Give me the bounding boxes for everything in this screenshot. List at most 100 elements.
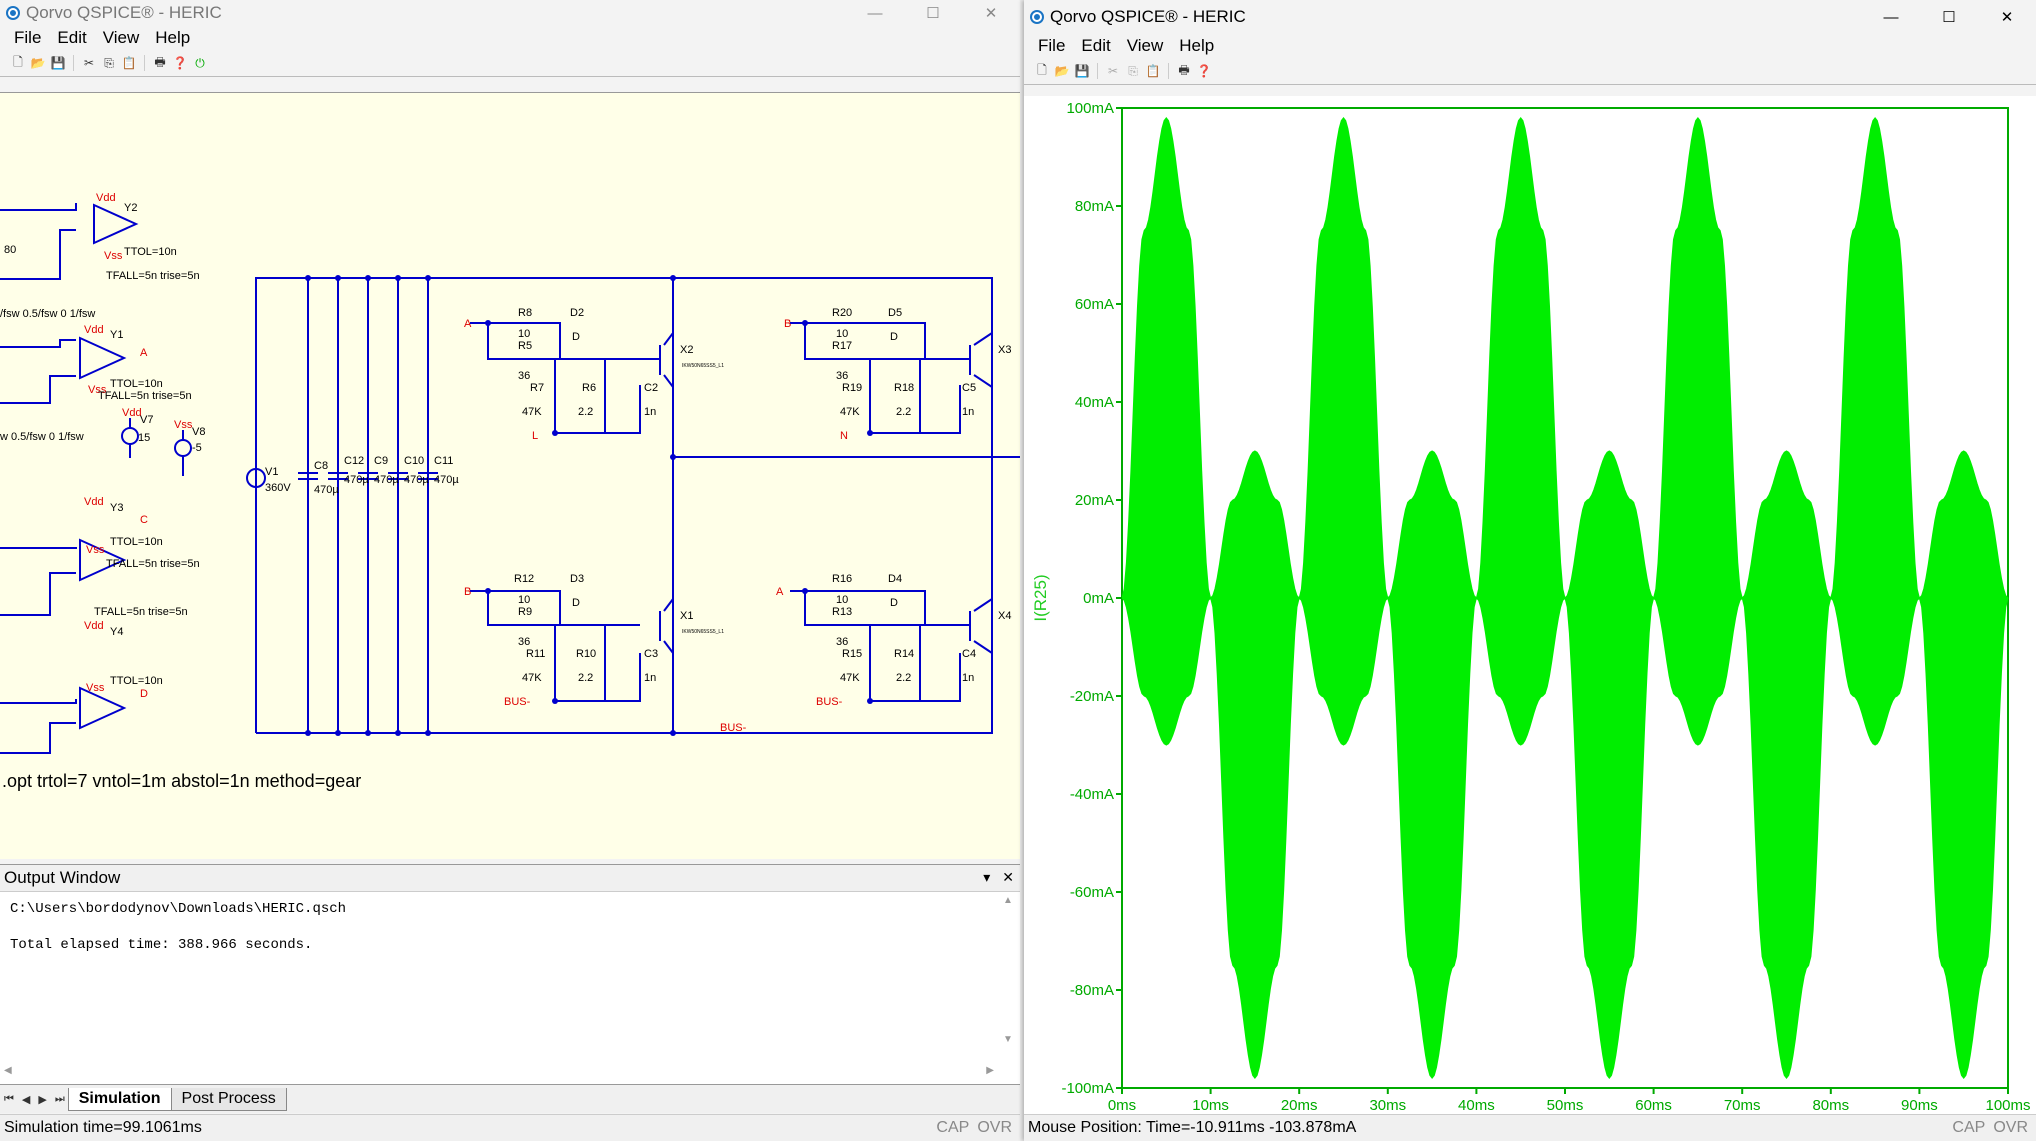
label-vdd-y3: Vdd: [84, 496, 104, 508]
label-r16-value: 10: [836, 594, 848, 606]
scroll-down-icon[interactable]: ▼: [1003, 1034, 1013, 1045]
label-r5: R5: [518, 340, 532, 352]
label-fsw2: w 0.5/fsw 0 1/fsw: [0, 431, 84, 443]
copy-icon[interactable]: ⎘: [104, 55, 114, 70]
label-y1: Y1: [110, 329, 123, 341]
close-button[interactable]: ✕: [2000, 9, 2014, 26]
save-icon[interactable]: 💾: [50, 56, 66, 70]
label-d5: D5: [888, 307, 902, 319]
paste-icon[interactable]: 📋: [1145, 64, 1161, 78]
label-c2: C2: [644, 382, 658, 394]
open-folder-icon[interactable]: 📂: [30, 56, 46, 70]
x-tick-label: 90ms: [1901, 1097, 1938, 1114]
status-ovr: OVR: [1993, 1119, 2028, 1136]
menu-edit[interactable]: Edit: [57, 28, 87, 47]
y-tick-label: 0mA: [1083, 590, 1114, 607]
toolbar: 🗋 📂 💾 ✂ ⎘ 📋 🖶 ❓ ⏻: [0, 50, 1020, 77]
x-tick-label: 50ms: [1547, 1097, 1584, 1114]
scroll-up-icon[interactable]: ▲: [1003, 895, 1013, 906]
scroll-left-icon[interactable]: ◀: [4, 1065, 12, 1076]
menu-bar: File Edit View Help: [0, 26, 1020, 50]
label-c12: C12: [344, 455, 364, 467]
schematic-window: Qorvo QSPICE® - HERIC — ☐ ✕ File Edit Vi…: [0, 0, 1020, 1141]
label-net-a-x4: A: [776, 586, 784, 598]
y-tick-label: -80mA: [1070, 982, 1114, 999]
label-v1-value: 360V: [265, 482, 291, 494]
tab-first-icon[interactable]: ⏮: [4, 1092, 14, 1105]
dropdown-icon[interactable]: ▾: [983, 869, 991, 885]
waveform-plot[interactable]: 100mA80mA60mA40mA20mA0mA-20mA-40mA-60mA-…: [1024, 96, 2036, 1115]
tab-prev-icon[interactable]: ◀: [21, 1093, 31, 1106]
schematic-canvas[interactable]: Vdd Y2 TTOL=10n Vss 80 TFALL=5n trise=5n…: [0, 92, 1020, 859]
vertical-scrollbar[interactable]: ▲▼: [1002, 895, 1014, 1045]
waveform-series-i-r25-[interactable]: [1121, 116, 2009, 1080]
y-tick-label: 80mA: [1075, 198, 1114, 215]
label-vss-y3: Vss: [86, 544, 105, 556]
menu-help[interactable]: Help: [155, 28, 191, 47]
label-c4-value: 1n: [962, 672, 974, 684]
menu-edit[interactable]: Edit: [1081, 36, 1111, 55]
maximize-button[interactable]: ☐: [926, 5, 940, 22]
label-net-d-out: D: [140, 688, 148, 700]
y-tick-label: 60mA: [1075, 296, 1114, 313]
label-r17-value: 36: [836, 370, 848, 382]
help-icon[interactable]: ❓: [172, 56, 188, 70]
print-icon[interactable]: 🖶: [1178, 62, 1190, 77]
close-icon[interactable]: ✕: [1002, 869, 1014, 885]
x-tick-label: 40ms: [1458, 1097, 1495, 1114]
options-directive[interactable]: .opt trtol=7 vntol=1m abstol=1n method=g…: [2, 771, 361, 791]
label-c9: C9: [374, 455, 388, 467]
copy-icon[interactable]: ⎘: [1128, 63, 1138, 78]
toolbar-separator: [1097, 63, 1098, 79]
menu-view[interactable]: View: [102, 28, 140, 47]
open-folder-icon[interactable]: 📂: [1054, 64, 1070, 78]
minimize-button[interactable]: —: [867, 4, 883, 22]
label-y4: Y4: [110, 626, 123, 638]
help-icon[interactable]: ❓: [1196, 64, 1212, 78]
output-log[interactable]: C:\Users\bordodynov\Downloads\HERIC.qsch…: [0, 892, 1020, 962]
run-simulation-icon[interactable]: ⏻: [195, 55, 205, 70]
label-c12-value: 470µ: [344, 474, 369, 486]
title-bar[interactable]: Qorvo QSPICE® - HERIC — ☐ ✕: [1024, 0, 2036, 34]
menu-file[interactable]: File: [1038, 36, 1066, 55]
horizontal-scrollbar[interactable]: ◀▶: [4, 1065, 994, 1077]
close-button[interactable]: ✕: [984, 5, 998, 22]
output-line: Total elapsed time: 388.966 seconds.: [10, 937, 313, 953]
cut-icon[interactable]: ✂: [1107, 64, 1119, 78]
save-icon[interactable]: 💾: [1074, 64, 1090, 78]
label-net-l: L: [532, 430, 538, 442]
label-d4-model: D: [890, 597, 898, 609]
maximize-button[interactable]: ☐: [1942, 9, 1956, 26]
label-tfall-y4: TFALL=5n trise=5n: [94, 606, 188, 618]
label-net-b-x1: B: [464, 586, 471, 598]
toolbar-separator: [1168, 63, 1169, 79]
label-vdd: Vdd: [96, 192, 116, 204]
tab-last-icon[interactable]: ⏭: [54, 1092, 65, 1105]
new-file-icon[interactable]: 🗋: [1037, 62, 1047, 77]
status-cap: CAP: [936, 1119, 970, 1136]
cut-icon[interactable]: ✂: [83, 56, 95, 70]
new-file-icon[interactable]: 🗋: [13, 54, 23, 69]
print-icon[interactable]: 🖶: [154, 54, 166, 69]
scroll-right-icon[interactable]: ▶: [986, 1065, 994, 1076]
title-bar[interactable]: Qorvo QSPICE® - HERIC — ☐ ✕: [0, 0, 1020, 26]
menu-view[interactable]: View: [1126, 36, 1164, 55]
label-d3: D3: [570, 573, 584, 585]
label-r11-value: 47K: [522, 672, 542, 684]
label-ttol-y4: TTOL=10n: [110, 675, 163, 687]
label-c10: C10: [404, 455, 424, 467]
tab-post-process[interactable]: Post Process: [170, 1087, 287, 1111]
menu-file[interactable]: File: [14, 28, 42, 47]
tab-simulation[interactable]: Simulation: [67, 1087, 172, 1111]
label-bus-x1: BUS-: [504, 696, 531, 708]
paste-icon[interactable]: 📋: [121, 56, 137, 70]
label-v1: V1: [265, 466, 278, 478]
qspice-logo-icon: [1030, 10, 1044, 24]
x-tick-label: 100ms: [1985, 1097, 2030, 1114]
tab-next-icon[interactable]: ▶: [38, 1093, 47, 1106]
minimize-button[interactable]: —: [1883, 8, 1899, 26]
menu-help[interactable]: Help: [1179, 36, 1215, 55]
label-d2-model: D: [572, 331, 580, 343]
label-r17: R17: [832, 340, 852, 352]
